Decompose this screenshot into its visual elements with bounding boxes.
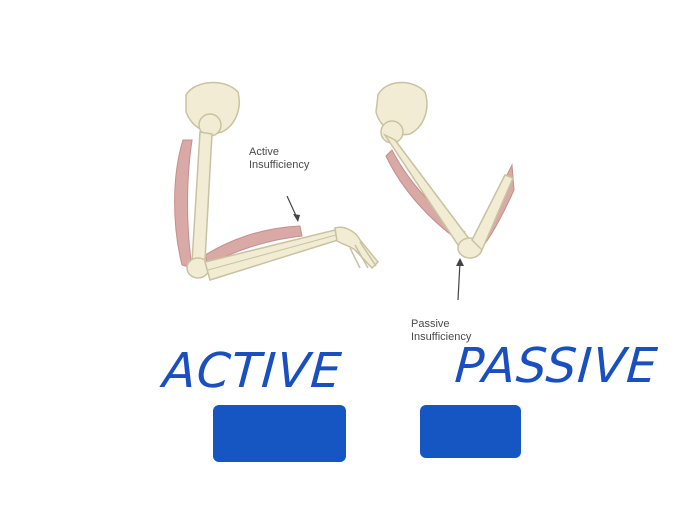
active-insufficiency-label: Active Insufficiency (249, 146, 310, 171)
passive-insufficiency-label: Passive Insufficiency (411, 318, 472, 343)
right-humerus (382, 133, 472, 250)
handwritten-active: ACTIVE (161, 343, 344, 399)
redaction-block-left (213, 405, 346, 462)
passive-pointer (457, 261, 461, 301)
left-forearm-muscle (204, 225, 303, 266)
redaction-block-right (420, 405, 521, 458)
left-forearm-split (207, 234, 337, 271)
left-upper-muscle (174, 139, 193, 269)
left-elbow (186, 257, 210, 279)
right-arm-illustration (375, 81, 515, 301)
left-arm-illustration (174, 81, 380, 281)
handwritten-passive: PASSIVE (453, 338, 660, 394)
active-pointer-head (293, 214, 300, 222)
passive-pointer-head (456, 258, 464, 266)
left-humerus (191, 131, 213, 263)
left-fingers (349, 241, 377, 269)
right-forearm-bones (471, 174, 514, 252)
